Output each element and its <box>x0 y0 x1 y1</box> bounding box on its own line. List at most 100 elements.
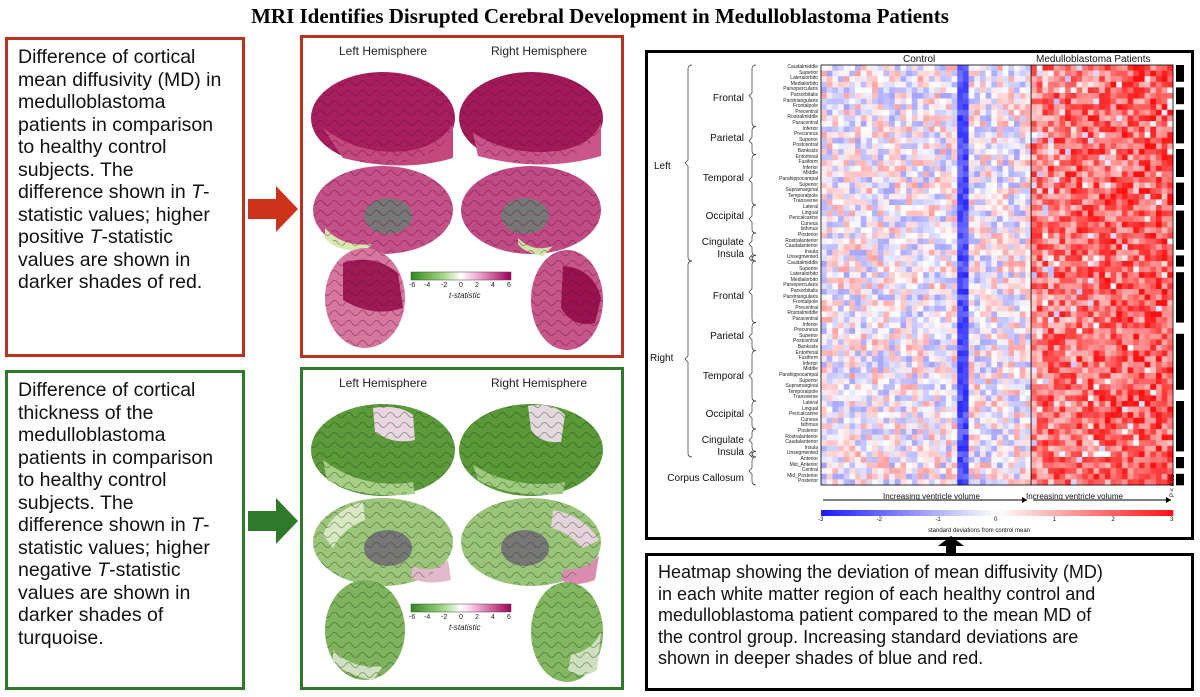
heatmap-cell <box>1161 154 1168 161</box>
heatmap-cell <box>1065 462 1072 469</box>
heatmap-cell <box>838 261 845 267</box>
heatmap-cell <box>826 149 833 155</box>
heatmap-cell <box>917 406 924 413</box>
heatmap-cell <box>1150 205 1157 211</box>
heatmap-cell <box>894 417 901 424</box>
heatmap-cell <box>1161 333 1168 340</box>
heatmap-cell <box>1070 412 1077 419</box>
heatmap-cell <box>1002 328 1009 335</box>
heatmap-cell <box>1110 266 1117 273</box>
heatmap-cell <box>872 272 879 279</box>
heatmap-cell <box>1167 93 1174 99</box>
significance-cell <box>1176 300 1184 307</box>
heatmap-cell <box>906 462 913 469</box>
heatmap-cell <box>1161 300 1168 307</box>
heatmap-cell <box>872 182 879 189</box>
heatmap-cell <box>849 457 856 463</box>
heatmap-cell <box>855 165 862 172</box>
heatmap-cell <box>1076 462 1083 469</box>
heatmap-cell <box>1138 132 1145 139</box>
heatmap-cell <box>1025 395 1032 402</box>
heatmap-cell <box>985 171 992 178</box>
heatmap-cell <box>940 300 947 307</box>
heatmap-cell <box>968 121 975 127</box>
heatmap-cell <box>1014 249 1021 256</box>
heatmap-cell <box>1059 121 1066 127</box>
heatmap-cell <box>1002 65 1009 71</box>
heatmap-cell <box>1138 255 1145 262</box>
heatmap-cell <box>940 70 947 77</box>
heatmap-cell <box>911 216 918 223</box>
heatmap-cell <box>940 333 947 340</box>
heatmap-cell <box>917 244 924 251</box>
heatmap-cell <box>962 70 969 77</box>
heatmap-cell <box>1076 373 1083 379</box>
heatmap-cell <box>889 177 896 183</box>
heatmap-cell <box>860 126 867 133</box>
heatmap-cell <box>917 70 924 77</box>
heatmap-cell <box>1144 406 1151 413</box>
cbar-tick: 2 <box>475 614 479 621</box>
heatmap-cell <box>843 429 850 435</box>
heatmap-cell <box>1138 406 1145 413</box>
heatmap-cell <box>1025 289 1032 295</box>
heatmap-cell <box>855 473 862 480</box>
heatmap-cell <box>1070 272 1077 279</box>
heatmap-cell <box>1167 154 1174 161</box>
heatmap-cell <box>1031 216 1038 223</box>
heatmap-cell <box>1002 210 1009 217</box>
heatmap-cell <box>991 311 998 318</box>
heatmap-cell <box>962 221 969 228</box>
heatmap-cell <box>979 305 986 312</box>
heatmap-cell <box>911 345 918 351</box>
heatmap-cell <box>1008 261 1015 267</box>
heatmap-cell <box>985 149 992 155</box>
heatmap-cell <box>1116 210 1123 217</box>
heatmap-cell <box>1150 93 1157 99</box>
heatmap-cell <box>838 272 845 279</box>
heatmap-cell <box>1019 132 1026 139</box>
heatmap-cell <box>968 429 975 435</box>
heatmap-cell <box>911 412 918 419</box>
heatmap-cell <box>1121 339 1128 346</box>
heatmap-cell <box>1025 216 1032 223</box>
heatmap-cell <box>991 289 998 295</box>
heatmap-cell <box>1002 87 1009 94</box>
heatmap-cell <box>1036 165 1043 172</box>
heatmap-cell <box>974 244 981 251</box>
heatmap-cell <box>1065 389 1072 396</box>
heatmap-cell <box>985 182 992 189</box>
heatmap-cell <box>855 126 862 133</box>
heatmap-cell <box>968 76 975 83</box>
heatmap-cell <box>934 199 941 206</box>
heatmap-cell <box>945 305 952 312</box>
heatmap-cell <box>985 199 992 206</box>
heatmap-cell <box>997 165 1003 172</box>
heatmap-cell <box>1099 65 1106 71</box>
heatmap-cell <box>1025 401 1032 407</box>
heatmap-cell <box>1110 93 1117 99</box>
heatmap-cell <box>1019 154 1026 161</box>
heatmap-cell <box>1138 283 1145 290</box>
heatmap-cell <box>1121 378 1128 385</box>
heatmap-cell <box>1110 339 1117 346</box>
heatmap-cell <box>832 171 839 178</box>
heatmap-cell <box>1093 401 1100 407</box>
heatmap-cell <box>1014 468 1021 475</box>
heatmap-cell <box>1042 445 1049 452</box>
heatmap-cell <box>1133 137 1140 144</box>
heatmap-cell <box>821 154 827 161</box>
heatmap-cell <box>1099 149 1106 155</box>
heatmap-cell <box>1121 423 1128 430</box>
heatmap-cell <box>934 317 941 323</box>
heatmap-cell <box>1002 221 1009 228</box>
heatmap-cell <box>1133 126 1140 133</box>
heatmap-cell <box>1121 121 1128 127</box>
heatmap-cell <box>1104 311 1111 318</box>
heatmap-cell <box>1076 249 1083 256</box>
heatmap-cell <box>917 378 924 385</box>
heatmap-cell <box>1082 233 1089 239</box>
heatmap-cell <box>1133 154 1140 161</box>
heatmap-cell <box>1059 76 1066 83</box>
heatmap-cell <box>1087 70 1094 77</box>
